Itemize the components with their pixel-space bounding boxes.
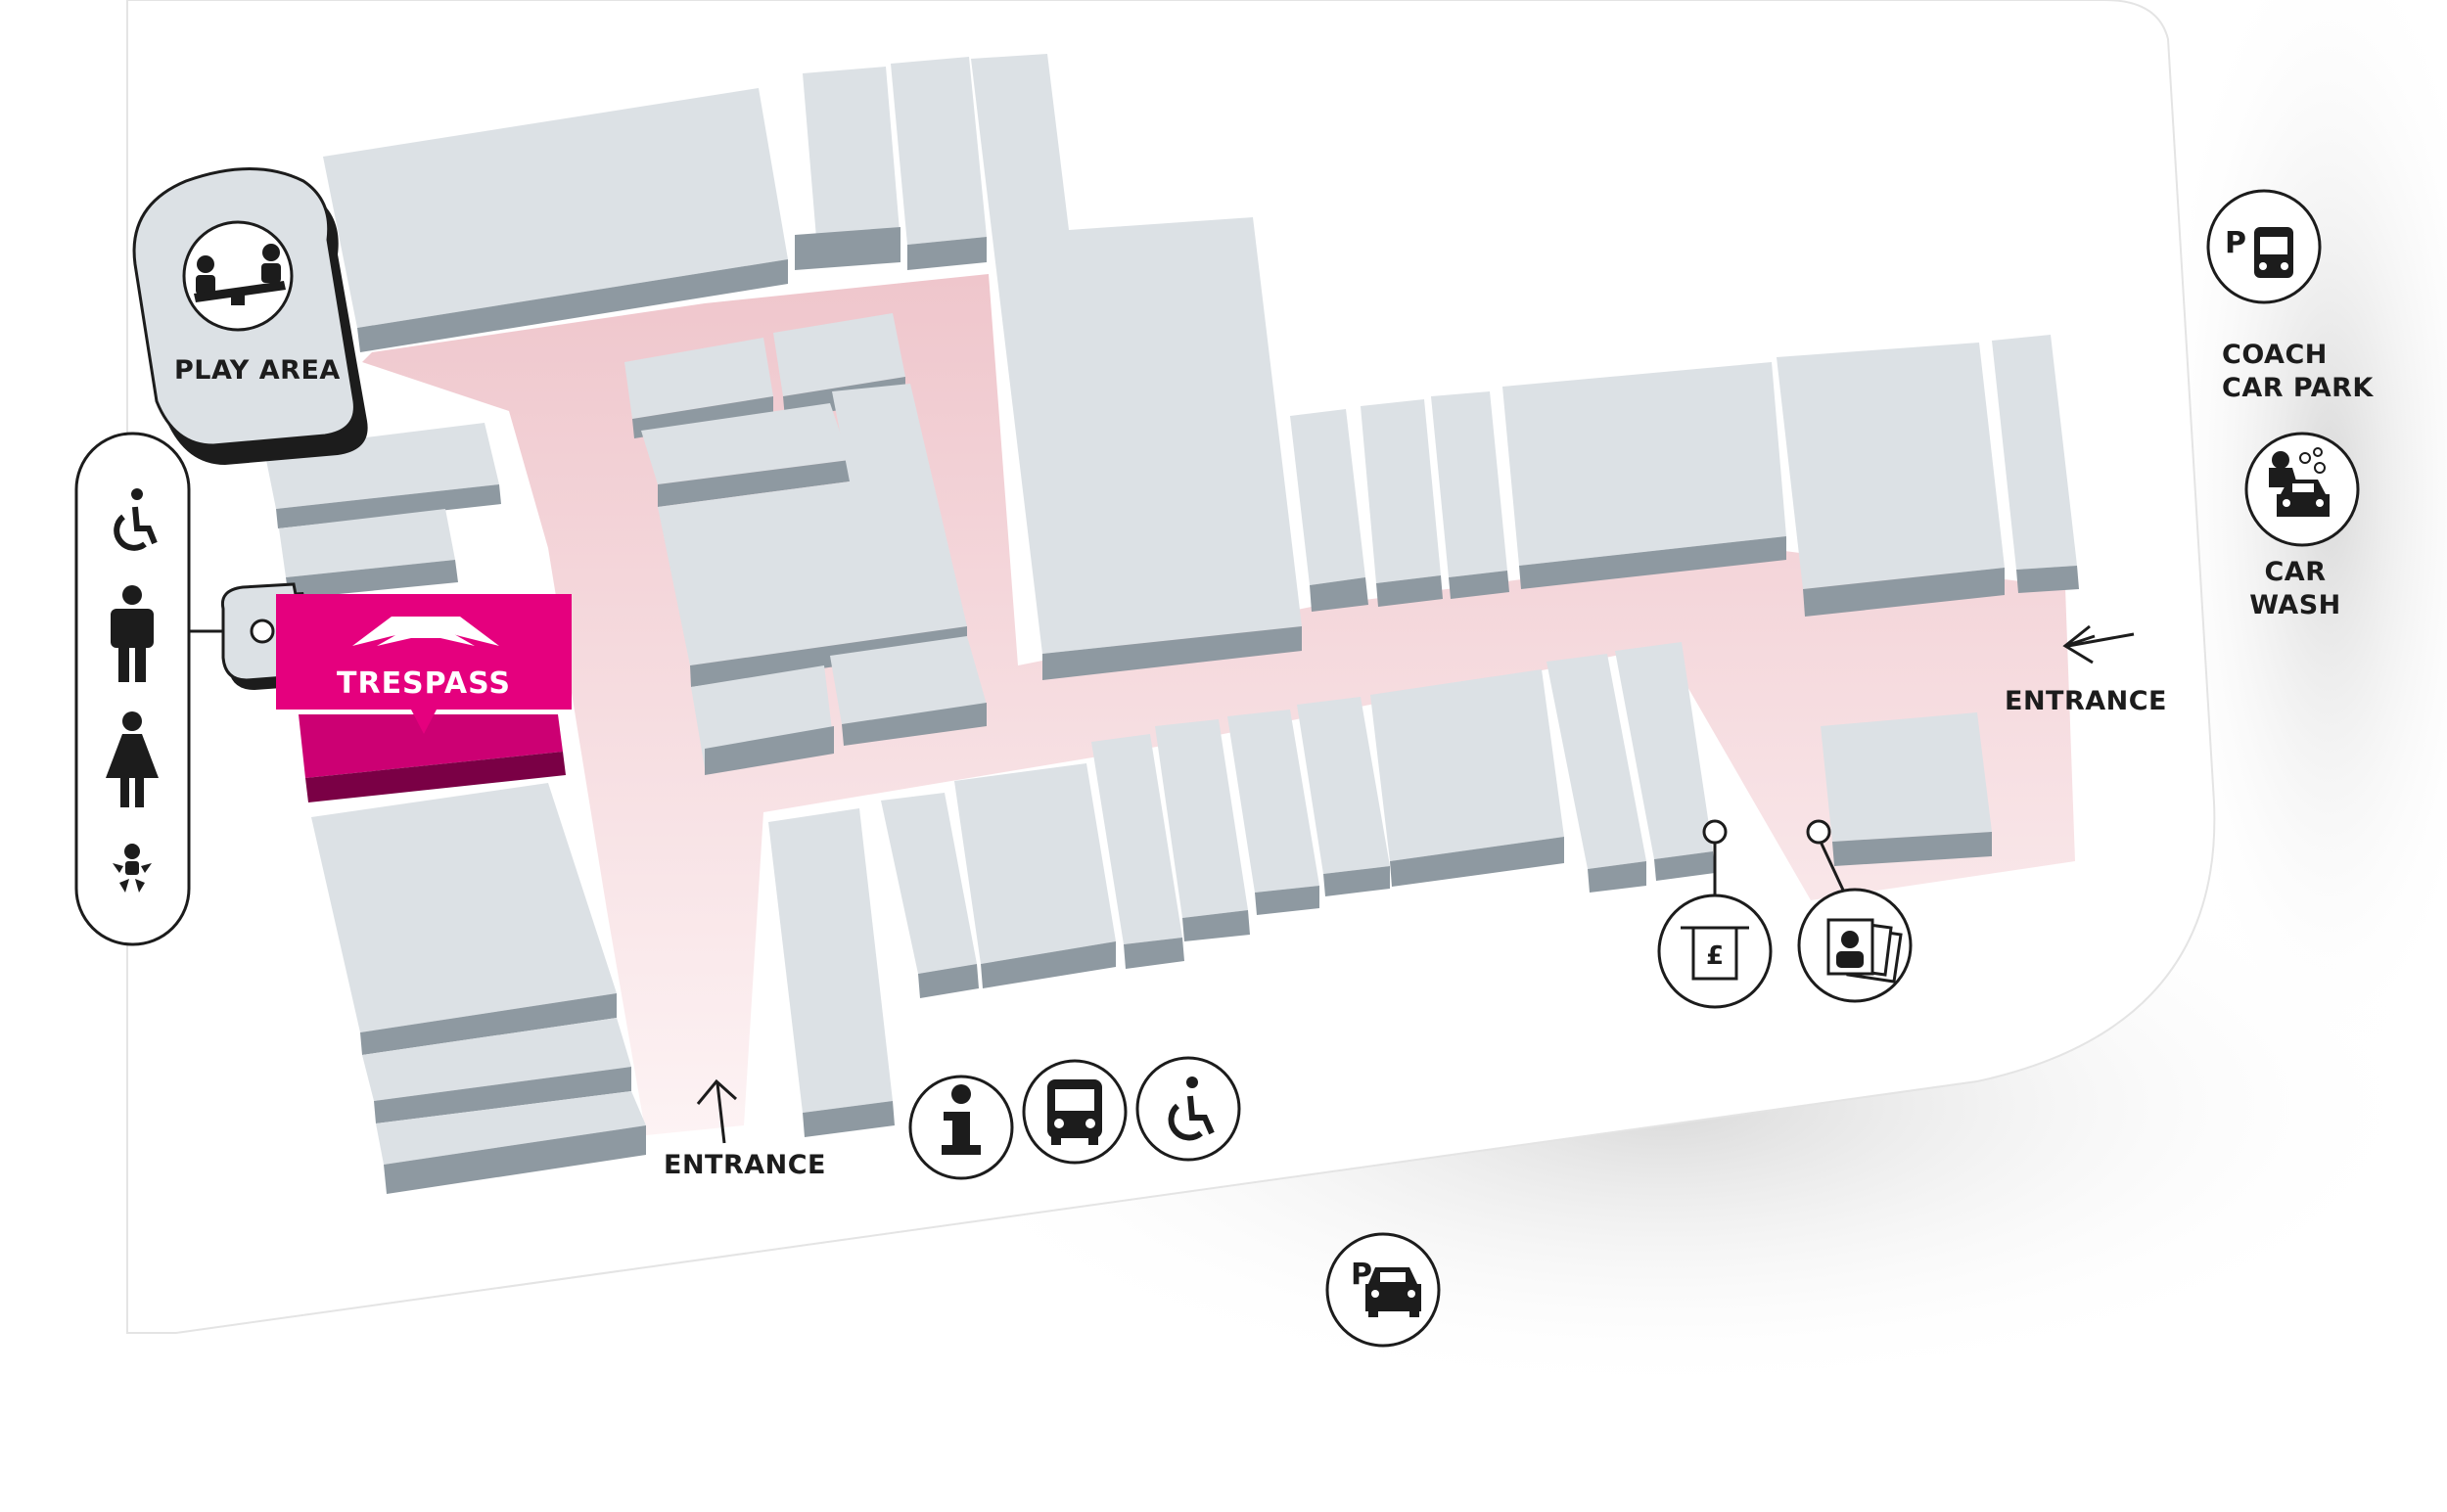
atm-marker[interactable]: £ — [1657, 819, 1773, 1009]
photo-booth-marker[interactable] — [1797, 819, 1913, 1003]
male-toilet-icon — [111, 585, 154, 682]
car-wash-line1: CAR — [2264, 557, 2327, 587]
store-name: TRESPASS — [337, 666, 511, 701]
trespass-logo-icon — [352, 617, 499, 646]
female-toilet-icon — [106, 711, 159, 807]
svg-text:P: P — [1351, 1258, 1372, 1292]
entrance-bottom-label: ENTRANCE — [664, 1150, 826, 1180]
play-area[interactable] — [132, 167, 368, 466]
coach-car-park-line1: COACH — [2222, 340, 2328, 370]
coach-parking-icon: P — [2225, 226, 2293, 278]
buildings — [264, 54, 2079, 1194]
bus-stop-icon — [1047, 1079, 1102, 1145]
entrance-arrow-icon — [696, 1078, 738, 1144]
car-wash-label: CAR WASH — [2241, 556, 2349, 622]
information-point[interactable] — [908, 1075, 1014, 1180]
svg-text:£: £ — [1706, 941, 1724, 971]
car-parking-icon: P — [1351, 1258, 1421, 1317]
accessibility-point[interactable] — [1135, 1056, 1241, 1162]
play-area-label: PLAY AREA — [174, 355, 341, 386]
bus-stop[interactable] — [1022, 1059, 1128, 1165]
accessible-toilet-icon — [114, 488, 158, 551]
car-wash[interactable] — [2244, 432, 2360, 547]
information-icon — [942, 1084, 981, 1155]
svg-text:P: P — [2225, 226, 2246, 260]
coach-car-park[interactable]: P — [2206, 189, 2322, 304]
play-area-icon — [194, 244, 286, 305]
atm-icon: £ — [1681, 926, 1749, 981]
car-parking[interactable]: P — [1325, 1232, 1441, 1348]
trespass-callout-label[interactable]: TRESPASS — [276, 594, 572, 710]
car-wash-icon — [2269, 447, 2330, 517]
trespass-callout[interactable] — [276, 594, 572, 734]
trespass-store-block[interactable] — [299, 714, 566, 802]
car-wash-line2: WASH — [2249, 590, 2341, 620]
coach-car-park-line2: CAR PARK — [2222, 373, 2374, 403]
baby-change-icon — [113, 844, 152, 893]
coach-car-park-label: COACH CAR PARK — [2222, 339, 2374, 405]
entrance-right-label: ENTRANCE — [2005, 686, 2167, 716]
photo-booth-icon — [1826, 918, 1903, 984]
accessibility-icon — [1168, 1077, 1215, 1141]
entrance-arrow-icon — [2062, 624, 2135, 664]
